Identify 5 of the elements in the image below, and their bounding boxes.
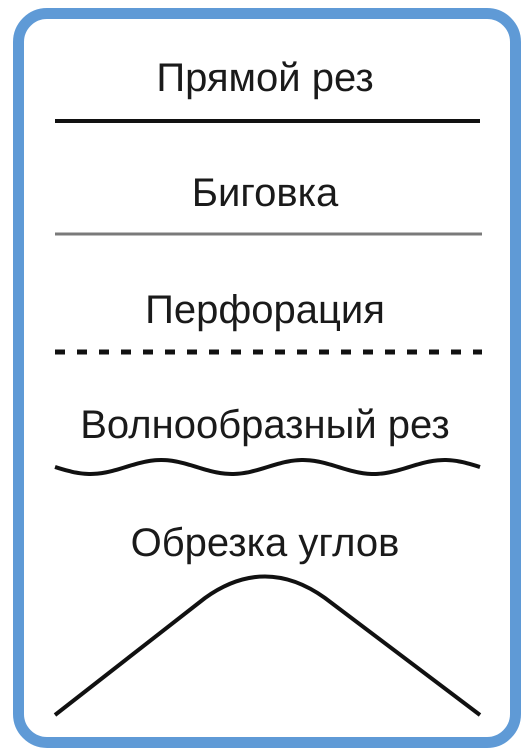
legend-label: Прямой рез <box>155 55 375 101</box>
legend-label: Перфорация <box>144 287 386 333</box>
legend-label: Обрезка углов <box>130 520 400 566</box>
legend-label: Волнообразный рез <box>79 402 451 448</box>
legend-label: Биговка <box>190 170 340 216</box>
